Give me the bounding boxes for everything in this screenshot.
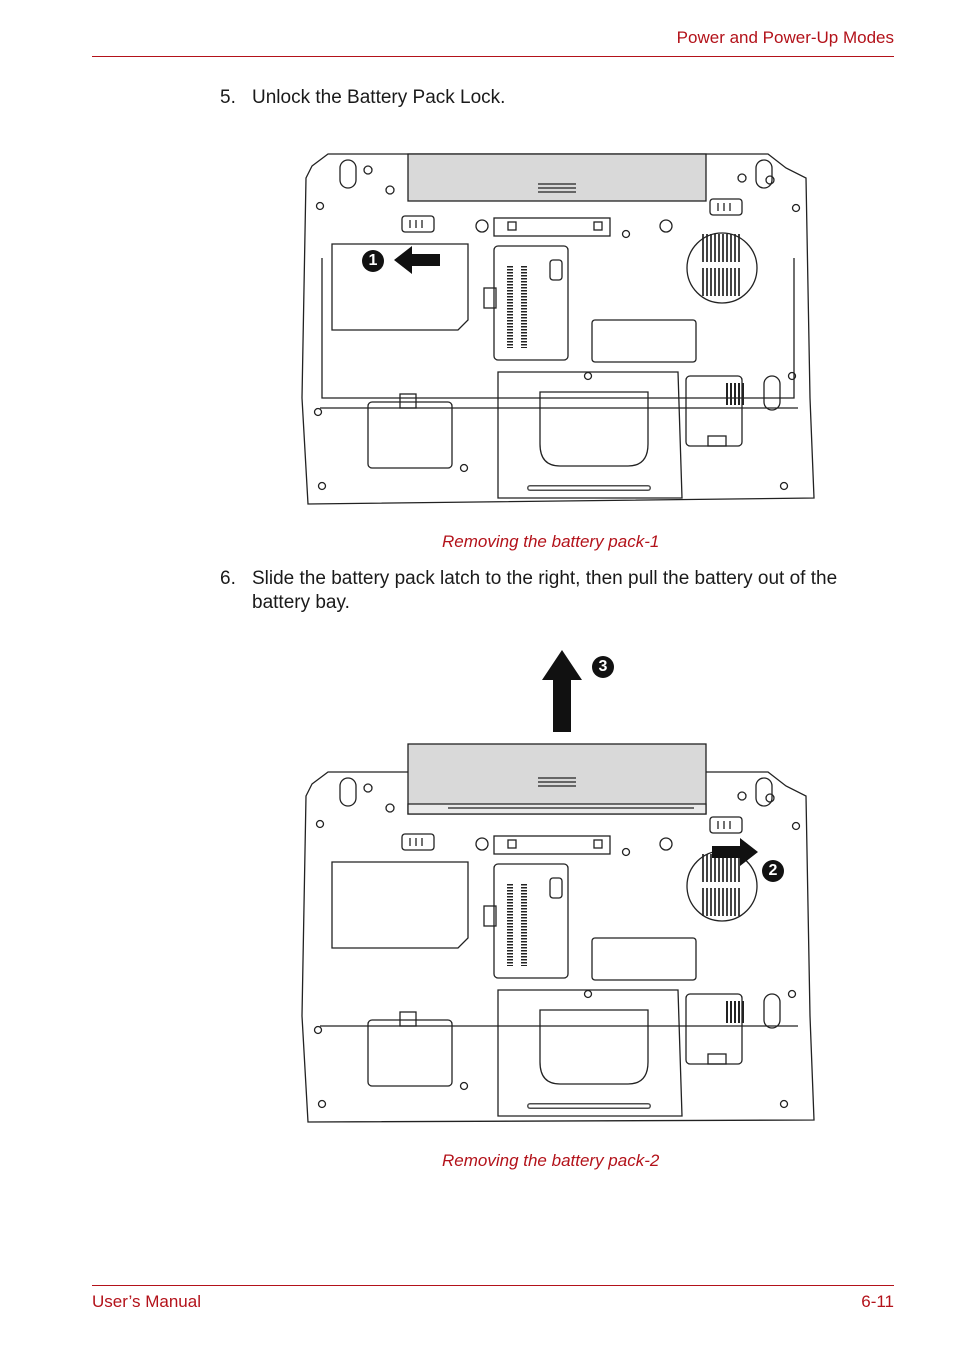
battery-removal-figure-1: 1 (298, 148, 818, 508)
callout-3-badge: 3 (592, 656, 614, 678)
step-6: 6. Slide the battery pack latch to the r… (220, 567, 900, 615)
callout-1-badge: 1 (362, 250, 384, 272)
figure-caption-2: Removing the battery pack-2 (442, 1151, 660, 1170)
arrow-left-icon (394, 246, 440, 274)
page-number: 6-11 (861, 1292, 894, 1311)
step-5: 5. Unlock the Battery Pack Lock. (220, 86, 900, 110)
footer-manual-title: User’s Manual (92, 1292, 201, 1311)
step-number: 5. (220, 87, 236, 108)
figure-caption-1: Removing the battery pack-1 (442, 532, 660, 551)
arrow-right-icon (712, 838, 758, 866)
step-number: 6. (220, 568, 236, 589)
header-rule (92, 56, 894, 57)
callout-2-badge: 2 (762, 860, 784, 882)
step-text: Slide the battery pack latch to the righ… (252, 568, 838, 613)
step-text: Unlock the Battery Pack Lock. (252, 87, 506, 108)
battery-removal-figure-2: 3 2 (298, 650, 818, 1126)
running-header: Power and Power-Up Modes (676, 28, 894, 47)
footer-rule (92, 1285, 894, 1286)
arrow-up-icon (542, 650, 582, 732)
